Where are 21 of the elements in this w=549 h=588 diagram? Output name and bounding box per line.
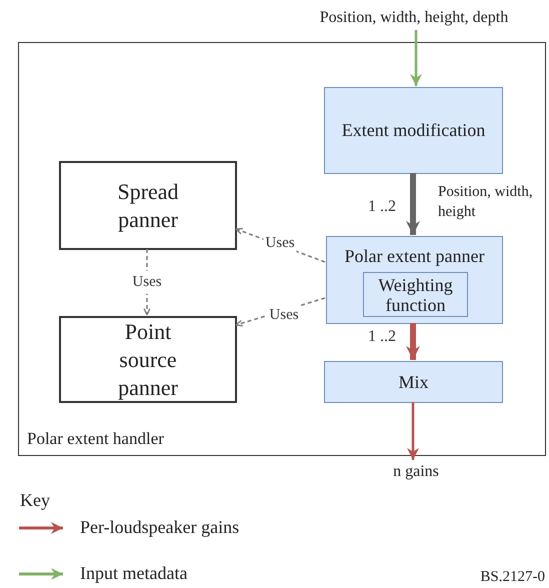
- text-label: Position, width, height, depth: [318, 8, 510, 28]
- legend-text: Per-loudspeaker gains: [80, 516, 240, 539]
- legend-title: Key: [20, 489, 50, 512]
- process-box: Spread panner: [59, 161, 237, 250]
- box-label: Polar extent panner: [344, 245, 486, 268]
- function-box: Weighting function: [363, 272, 468, 317]
- process-box: [326, 236, 503, 324]
- edge-note: Position, width, height: [438, 183, 534, 222]
- process-box: Point source panner: [59, 316, 237, 403]
- arrow: [407, 402, 419, 460]
- edge-label: Uses: [130, 270, 164, 294]
- process-box: Mix: [324, 361, 503, 403]
- legend-text: Input metadata: [80, 562, 188, 585]
- process-box: Extent modification: [324, 87, 503, 174]
- box-label: Polar extent handler: [27, 428, 164, 450]
- arrow: [410, 30, 422, 86]
- text-label: n gains: [392, 462, 440, 482]
- arrow: [406, 323, 420, 360]
- group-frame: [18, 42, 546, 456]
- arrow: [406, 173, 420, 235]
- figure-id: BS.2127-0: [480, 568, 545, 587]
